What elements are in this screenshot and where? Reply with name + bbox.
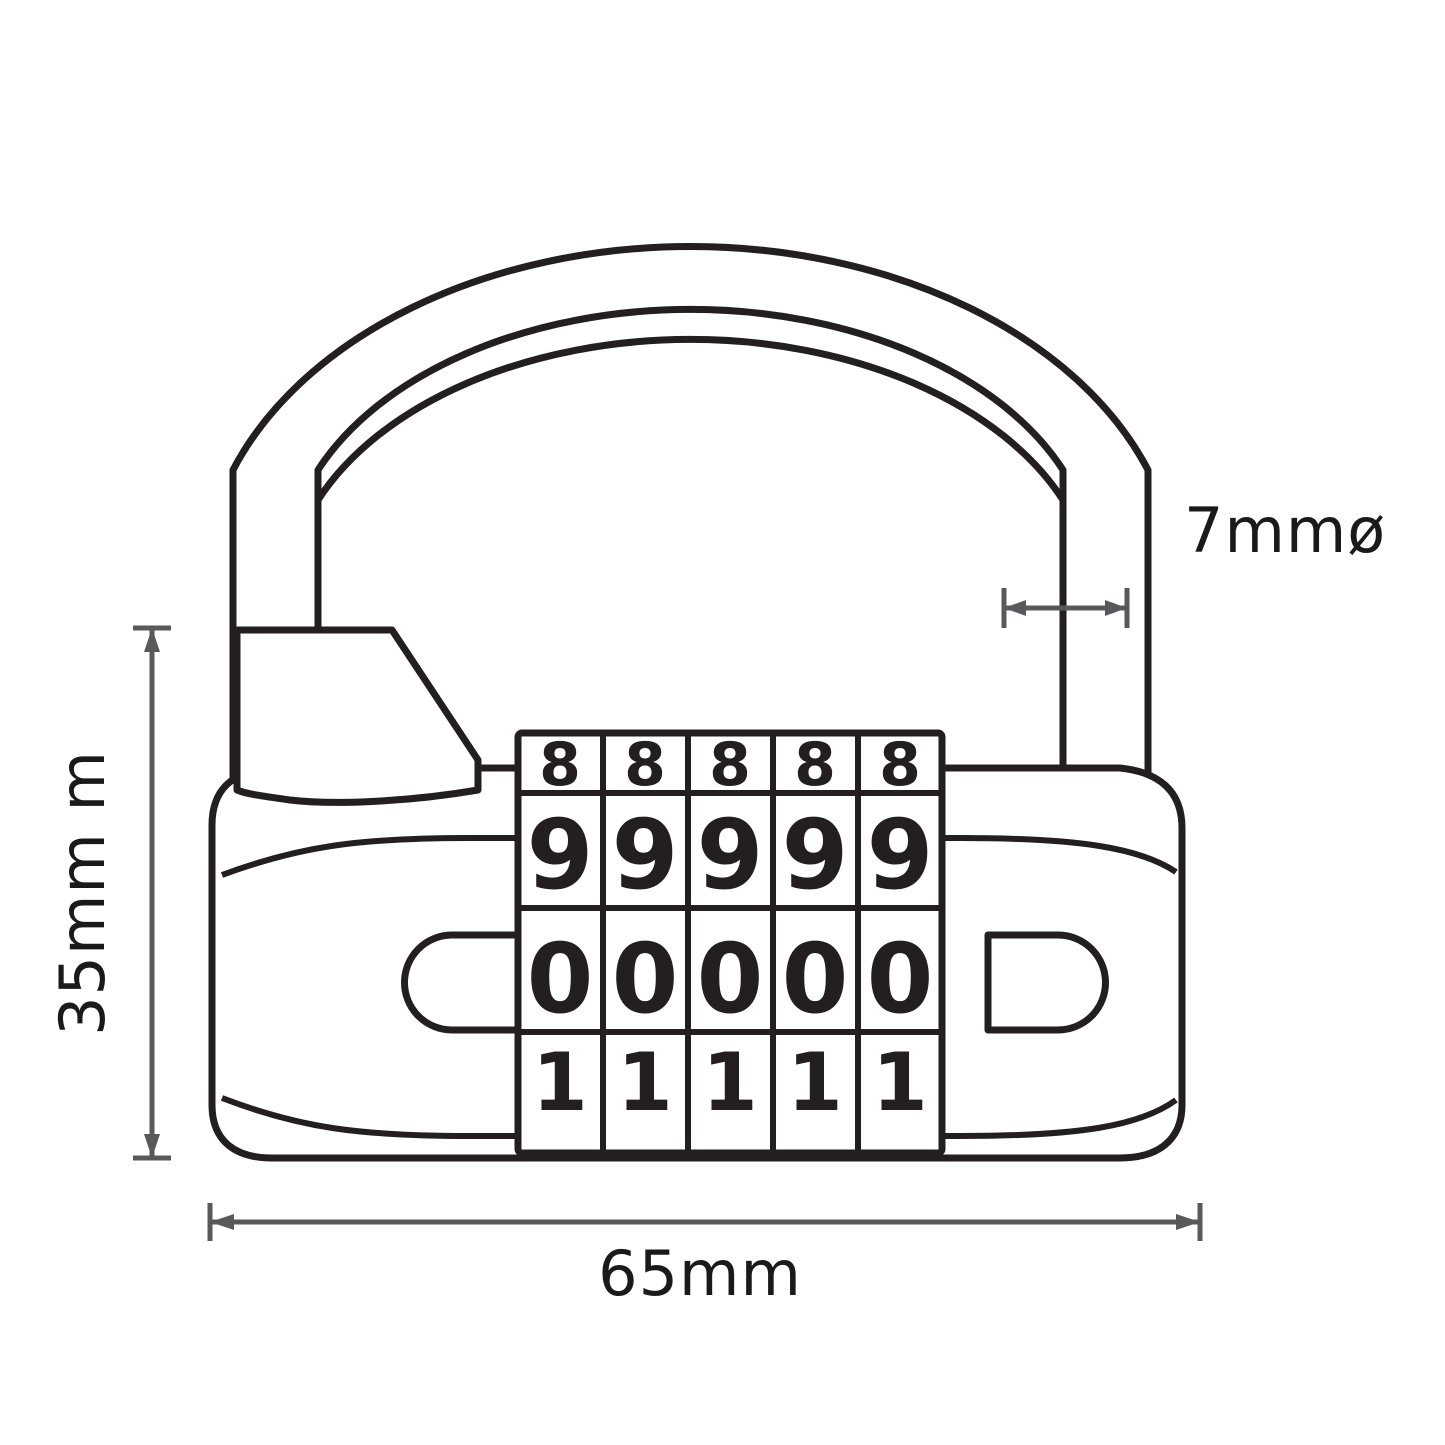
- dial-digit-0-3: 8: [794, 730, 836, 800]
- dial-digit-1-0: 9: [527, 799, 594, 911]
- dial-digit-0-4: 8: [879, 730, 921, 800]
- dial-digit-0-1: 8: [624, 730, 666, 800]
- label-shackle-diameter: 7mmø: [1184, 494, 1386, 567]
- dial-digit-3-3: 1: [787, 1036, 843, 1129]
- dial-row-2: 0 0 0 0 0: [527, 923, 934, 1035]
- body-height-arrow-bottom: [144, 1134, 160, 1158]
- label-body-width: 65mm: [598, 1237, 802, 1310]
- dimension-shackle-diameter: [1001, 588, 1130, 628]
- dial-digit-3-2: 1: [702, 1036, 758, 1129]
- dial-block: 8 8 8 8 8 9 9 9 9 9 0 0 0 0 0: [514, 729, 946, 1157]
- shackle-outline: [229, 243, 1152, 794]
- body-height-arrow-top: [144, 628, 160, 652]
- body-top-bevel: [220, 835, 1178, 878]
- label-body-height: 35mm m: [46, 750, 119, 1036]
- dial-digit-1-3: 9: [782, 799, 849, 911]
- dial-digit-2-2: 0: [697, 923, 764, 1035]
- dimension-body-height: [133, 625, 171, 1161]
- shackle-inner-arc: [315, 335, 1066, 502]
- shackle-group: [229, 243, 1152, 794]
- dial-digit-1-4: 9: [867, 799, 934, 911]
- body-left-recess: [401, 931, 526, 1034]
- dial-digit-3-4: 1: [872, 1036, 928, 1129]
- dial-digit-0-0: 8: [539, 730, 581, 800]
- shackle-dia-arrow-left: [1004, 600, 1026, 616]
- dial-digit-0-2: 8: [709, 730, 751, 800]
- dial-row-0: 8 8 8 8 8: [539, 730, 921, 800]
- dial-digit-2-1: 0: [612, 923, 679, 1035]
- dial-digit-3-1: 1: [617, 1036, 673, 1129]
- dial-block-frame: [514, 729, 946, 1157]
- dial-row-1: 9 9 9 9 9: [527, 799, 934, 911]
- dial-digit-2-0: 0: [527, 923, 594, 1035]
- dimension-body-width: [207, 1203, 1203, 1241]
- dial-row-3: 1 1 1 1 1: [532, 1036, 928, 1129]
- dial-digit-1-1: 9: [612, 799, 679, 911]
- body-width-arrow-right: [1176, 1214, 1200, 1230]
- dial-digit-2-4: 0: [867, 923, 934, 1035]
- dial-digit-1-2: 9: [697, 799, 764, 911]
- dial-digit-3-0: 1: [532, 1036, 588, 1129]
- body-right-recess: [984, 931, 1109, 1034]
- body-width-arrow-left: [210, 1214, 234, 1230]
- body-left-shoulder: [233, 626, 482, 806]
- shackle-dia-arrow-right: [1105, 600, 1127, 616]
- dial-digit-2-3: 0: [782, 923, 849, 1035]
